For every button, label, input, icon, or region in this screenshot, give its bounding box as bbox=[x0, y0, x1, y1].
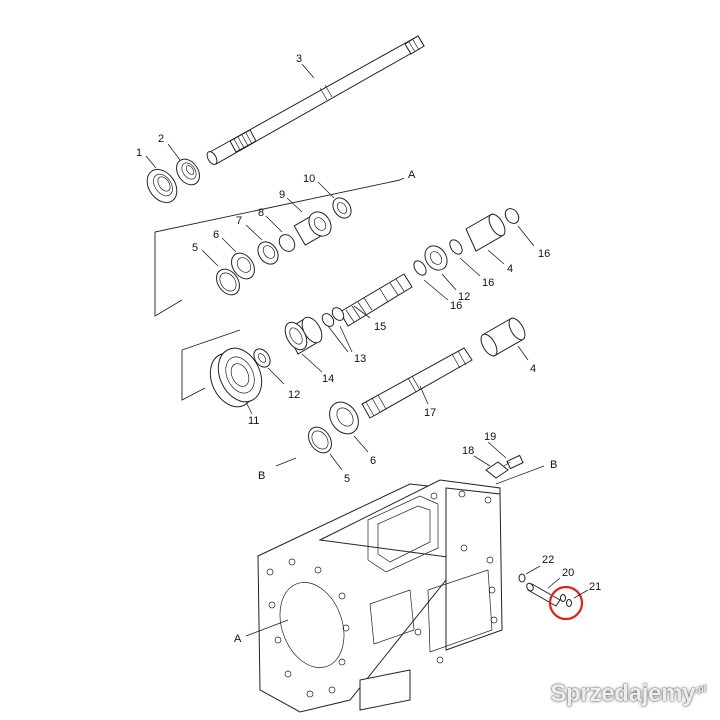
callout-8: 8 bbox=[258, 207, 264, 219]
part-8-ring bbox=[278, 234, 296, 252]
group-lower-bracket bbox=[181, 350, 206, 401]
part-16-ring-top-right bbox=[504, 208, 520, 224]
part-9-splined-gear bbox=[293, 211, 332, 246]
watermark-logo: Sprzedajemy.pl bbox=[550, 680, 706, 708]
part-6-bearing-upper bbox=[231, 252, 255, 280]
callout-16-mid: 16 bbox=[482, 277, 494, 289]
part-6-bearing-lower bbox=[329, 401, 359, 435]
part-1-seal bbox=[146, 168, 178, 204]
part-17-shaft bbox=[361, 347, 473, 419]
part-5-snap-ring-upper bbox=[216, 268, 240, 296]
group-lower-bracket-top bbox=[181, 329, 241, 351]
callout-13: 13 bbox=[354, 353, 366, 365]
part-3-long-shaft bbox=[206, 35, 425, 165]
watermark-text: Sprzedajemy bbox=[550, 680, 696, 707]
part-22-ring bbox=[518, 573, 526, 583]
part-4-sleeve-upper bbox=[465, 213, 506, 252]
part-16-ring-mid bbox=[449, 239, 463, 255]
callout-10: 10 bbox=[303, 173, 315, 185]
callout-9: 9 bbox=[279, 189, 285, 201]
callout-16-lower: 16 bbox=[450, 300, 462, 312]
part-12-bearing-lower bbox=[253, 348, 271, 368]
part-12-bearing-upper bbox=[424, 245, 448, 271]
watermark-suffix: .pl bbox=[695, 684, 706, 695]
part-13-o-rings bbox=[321, 307, 345, 327]
part-16-ring-lower bbox=[413, 260, 427, 276]
callout-18: 18 bbox=[462, 445, 474, 457]
part-10-washer bbox=[332, 197, 352, 219]
callout-19: 19 bbox=[484, 431, 496, 443]
part-4-sleeve-lower bbox=[480, 317, 526, 357]
callout-12-upper: 12 bbox=[458, 291, 470, 303]
part-19-bolt bbox=[503, 454, 524, 470]
callout-15: 15 bbox=[374, 321, 386, 333]
part-2-bearing bbox=[176, 158, 200, 186]
ref-a-bottom: A bbox=[234, 633, 242, 645]
part-18-plate bbox=[485, 461, 509, 479]
callout-1: 1 bbox=[136, 147, 142, 159]
callout-6-upper: 6 bbox=[213, 229, 219, 241]
callout-5-upper: 5 bbox=[192, 242, 198, 254]
callout-6-lower: 6 bbox=[370, 455, 376, 467]
callout-7: 7 bbox=[236, 215, 242, 227]
leader-lines bbox=[145, 63, 589, 637]
callout-4-upper: 4 bbox=[507, 263, 513, 275]
part-20-pin bbox=[526, 582, 561, 607]
callout-3: 3 bbox=[296, 53, 302, 65]
callout-17: 17 bbox=[424, 407, 436, 419]
ref-b-left: B bbox=[258, 470, 265, 482]
highlight-circle bbox=[548, 585, 584, 621]
callout-5-lower: 5 bbox=[344, 473, 350, 485]
part-21-o-rings bbox=[560, 594, 572, 607]
ref-b-right: B bbox=[550, 459, 557, 471]
callout-11: 11 bbox=[248, 415, 259, 427]
part-5-snap-ring-lower bbox=[308, 426, 332, 454]
callout-20: 20 bbox=[562, 567, 574, 579]
callout-2: 2 bbox=[158, 133, 164, 145]
part-14-coupler bbox=[284, 316, 323, 355]
part-7-gear bbox=[257, 241, 279, 265]
part-15-splined-shaft bbox=[339, 273, 413, 327]
callout-12-lower: 12 bbox=[288, 389, 300, 401]
callout-14: 14 bbox=[322, 373, 334, 385]
transmission-housing bbox=[257, 479, 503, 713]
callout-4-lower: 4 bbox=[530, 363, 536, 375]
callout-16-right: 16 bbox=[538, 248, 550, 260]
callout-22: 22 bbox=[542, 554, 554, 566]
group-a-bracket bbox=[154, 179, 401, 317]
callout-21: 21 bbox=[589, 581, 601, 593]
ref-a-top: A bbox=[408, 169, 416, 181]
part-11-drum bbox=[209, 347, 263, 408]
